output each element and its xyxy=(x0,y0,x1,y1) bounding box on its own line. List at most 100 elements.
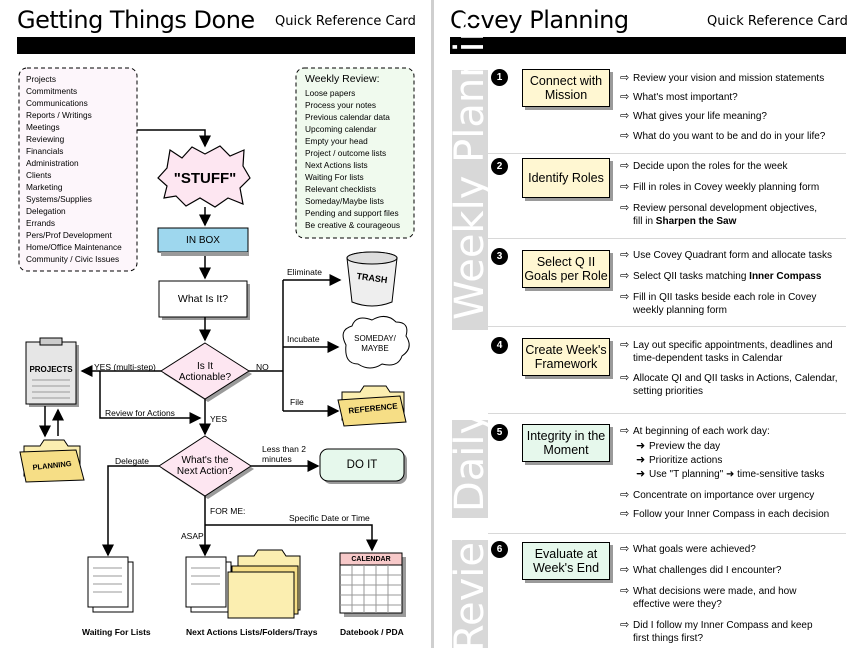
panel-divider xyxy=(431,0,434,648)
step-5-item: ⇨At beginning of each work day: xyxy=(620,425,770,437)
weekly-review-item: Pending and support files xyxy=(305,208,399,218)
waiting-list-doc xyxy=(87,556,129,608)
step-number-1: 1 xyxy=(491,69,508,86)
arrow-right-icon: ⇨ xyxy=(620,270,630,282)
step-1-item: ⇨What do you want to be and do in your l… xyxy=(620,130,826,142)
asap-label: ASAP xyxy=(181,531,204,541)
band-review xyxy=(452,540,488,648)
weekly-review-item: Process your notes xyxy=(305,100,377,110)
gtd-header-bar xyxy=(17,37,415,54)
less-than-label: Less than 2 minutes xyxy=(262,444,306,464)
arrow-right-icon: ⇨ xyxy=(620,249,630,261)
someday-label: SOMEDAY/ MAYBE xyxy=(354,334,396,353)
step-3-box: Select Q II Goals per Role xyxy=(522,250,610,288)
step-number-5: 5 xyxy=(491,424,508,441)
do-it-label: DO IT xyxy=(346,459,378,471)
eliminate-label: Eliminate xyxy=(287,267,322,277)
step-2-item: ⇨Fill in roles in Covey weekly planning … xyxy=(620,181,820,193)
arrow-right-icon: ⇨ xyxy=(620,181,630,193)
step-4-item: ⇨Lay out specific appointments, deadline… xyxy=(620,339,833,364)
weekly-review-box xyxy=(295,67,415,239)
weekly-review-item: Upcoming calendar xyxy=(305,124,377,134)
input-item: Clients xyxy=(26,170,52,180)
arrow-right-icon: ⇨ xyxy=(620,619,630,631)
arrow-right-icon: ⇨ xyxy=(620,585,630,597)
arrow-right-icon: ⇨ xyxy=(620,72,630,84)
separator xyxy=(488,326,846,327)
covey-header-bar xyxy=(450,37,846,54)
next-actions-label: Next Actions Lists/Folders/Trays xyxy=(186,627,318,637)
gtd-title: Getting Things Done xyxy=(17,6,255,34)
band-review-text: Review xyxy=(452,540,488,652)
arrow-right-icon: ⇨ xyxy=(620,372,630,384)
arrow-right-icon: ⇨ xyxy=(620,489,630,501)
weekly-review-item: Next Actions lists xyxy=(305,160,368,170)
weekly-review-item: Relevant checklists xyxy=(305,184,377,194)
small-arrow-icon: ➜ xyxy=(636,468,646,480)
step-number-6: 6 xyxy=(491,541,508,558)
yes-multi-label: YES (multi-step) xyxy=(94,362,156,372)
inbox-shape xyxy=(157,227,249,253)
arrow-right-icon: ⇨ xyxy=(620,508,630,520)
calendar-label: CALENDAR xyxy=(351,555,391,563)
step-3-item: ⇨Fill in QII tasks beside each role in C… xyxy=(620,291,817,316)
stuff-cloud xyxy=(157,145,251,208)
input-item: Communications xyxy=(26,98,88,108)
step-number-4: 4 xyxy=(491,337,508,354)
step-4-item: ⇨Allocate QI and QII tasks in Actions, C… xyxy=(620,372,838,397)
weekly-review-item: Loose papers xyxy=(305,88,356,98)
arrow-right-icon: ⇨ xyxy=(620,91,630,103)
review-for-actions-label: Review for Actions xyxy=(105,408,175,418)
step-5-item: ⇨Follow your Inner Compass in each decis… xyxy=(620,508,830,520)
someday-cloud xyxy=(342,316,410,369)
input-item: Marketing xyxy=(26,182,63,192)
file-label: File xyxy=(290,397,304,407)
arrow-right-icon: ⇨ xyxy=(620,160,630,172)
covey-title: Covey Planning xyxy=(450,6,629,34)
band-weekly-planning xyxy=(452,70,488,330)
step-5-box: Integrity in the Moment xyxy=(522,424,610,462)
separator xyxy=(488,153,846,154)
band-daily xyxy=(452,420,488,518)
planning-folder xyxy=(19,449,85,483)
step-3-item: ⇨Use Covey Quadrant form and allocate ta… xyxy=(620,249,832,261)
weekly-review-item: Empty your head xyxy=(305,136,368,146)
covey-subtitle: Quick Reference Card xyxy=(707,14,848,29)
step-5-subitem: ➜Preview the day xyxy=(636,440,721,452)
step-number-3: 3 xyxy=(491,248,508,265)
what-is-it-shape xyxy=(158,280,248,318)
datebook-label: Datebook / PDA xyxy=(340,627,404,637)
input-item: Community / Civic Issues xyxy=(26,254,120,264)
actionable-label: Is It Actionable? xyxy=(178,361,232,383)
step-2-item: ⇨Decide upon the roles for the week xyxy=(620,160,788,172)
arrow-right-icon: ⇨ xyxy=(620,564,630,576)
weekly-review-item: Be creative & courageous xyxy=(305,220,401,230)
input-item: Meetings xyxy=(26,122,60,132)
projects-label: PROJECTS xyxy=(29,364,73,374)
specific-date-label: Specific Date or Time xyxy=(289,513,370,523)
separator xyxy=(488,413,846,414)
step-3-item: ⇨Select QII tasks matching Inner Compass xyxy=(620,270,822,282)
arrow-right-icon: ⇨ xyxy=(620,425,630,437)
weekly-review-item: Waiting For lists xyxy=(305,172,364,182)
small-arrow-icon: ➜ xyxy=(725,469,735,480)
incubate-label: Incubate xyxy=(287,334,320,344)
weekly-review-item: Someday/Maybe lists xyxy=(305,196,384,206)
arrow-right-icon: ⇨ xyxy=(620,202,630,214)
weekly-review-item: Project / outcome lists xyxy=(305,148,387,158)
step-2-box: Identify Roles xyxy=(522,158,610,198)
input-item: Projects xyxy=(26,74,56,84)
step-5-subitem: ➜Prioritize actions xyxy=(636,454,723,466)
step-6-box: Evaluate at Week's End xyxy=(522,542,610,580)
input-item: Systems/Supplies xyxy=(26,194,92,204)
arrow-right-icon: ⇨ xyxy=(620,543,630,555)
input-item: Financials xyxy=(26,146,64,156)
input-item: Pers/Prof Development xyxy=(26,230,112,240)
input-item: Delegation xyxy=(26,206,66,216)
band-weekly-planning-text: Weekly Planning xyxy=(447,0,493,320)
input-item: Reports / Writings xyxy=(26,110,92,120)
step-number-2: 2 xyxy=(491,158,508,175)
input-item: Reviewing xyxy=(26,134,65,144)
